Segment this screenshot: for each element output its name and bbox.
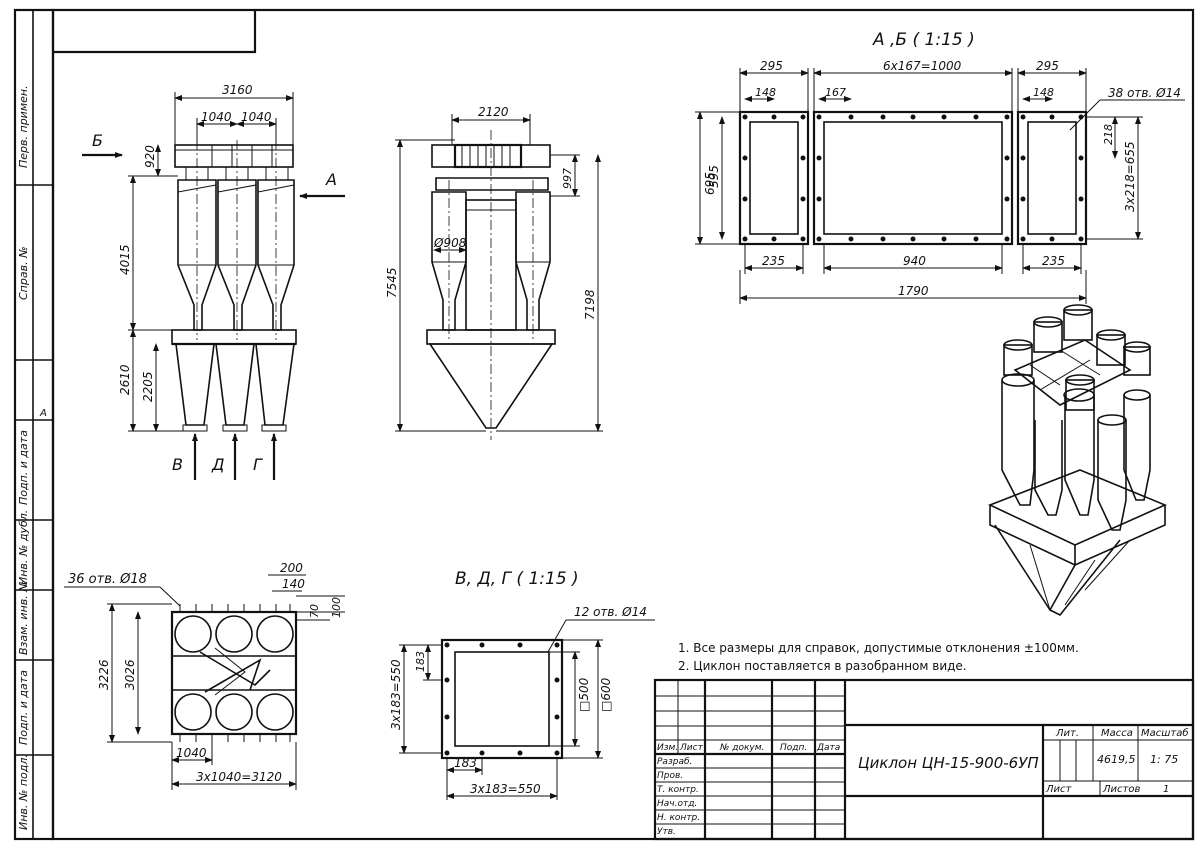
tb-role-t-kontr: Т. контр.	[657, 785, 699, 795]
sidebar-labels: Перв. примен. Справ. № A Подп. и дата Ин…	[17, 85, 47, 830]
dim-148-right: 148	[1033, 86, 1054, 99]
dim-1040-a: 1040	[201, 110, 232, 124]
dim-183-horizontal: 183	[454, 756, 477, 770]
tb-doc: № докум.	[719, 743, 764, 753]
tb-role-razrab: Разраб.	[657, 757, 692, 767]
flange-ab-title: А ,Б ( 1:15 )	[872, 30, 975, 50]
tb-sheets-value: 1	[1163, 784, 1169, 795]
tb-role-prov: Пров.	[657, 771, 683, 781]
dim-940: 940	[903, 254, 926, 268]
note-1: 1. Все размеры для справок, допустимые о…	[678, 641, 1079, 655]
dim-2610: 2610	[118, 364, 132, 395]
sidebar-inv-dubl: Инв. № дубл.	[17, 510, 30, 585]
sidebar-podp-data-2: Подп. и дата	[17, 670, 30, 745]
isometric-view	[987, 304, 1168, 617]
tb-list: Лист	[679, 743, 704, 753]
label-a: A	[325, 170, 337, 189]
tb-scale-value: 1: 75	[1150, 753, 1178, 766]
dim-4015: 4015	[118, 244, 132, 275]
frame	[13, 8, 1195, 841]
dim-70: 70	[308, 604, 321, 618]
tb-role-utv: Утв.	[657, 827, 676, 837]
dim-235-left: 235	[762, 254, 785, 268]
tb-role-n-kontr: Н. контр.	[657, 813, 700, 823]
dim-183-vertical: 183	[414, 651, 427, 672]
dim-920: 920	[143, 145, 157, 168]
tb-designation: Циклон ЦН-15-900-6УП	[858, 754, 1039, 772]
dim-3x183-horizontal: 3x183=550	[470, 782, 541, 796]
dim-595: 595	[707, 165, 721, 188]
dim-38-holes: 38 отв. Ø14	[1108, 86, 1181, 100]
flange-ab-view: А ,Б ( 1:15 ) 295	[695, 30, 1185, 304]
dim-100: 100	[330, 597, 343, 618]
dim-2205: 2205	[141, 371, 155, 402]
dim-695: 695	[703, 172, 717, 195]
sidebar-podp-data-1: Подп. и дата	[17, 430, 30, 505]
dim-295-right: 295	[1036, 59, 1059, 73]
dim-200: 200	[280, 561, 303, 575]
dim-2120: 2120	[478, 105, 509, 119]
dim-997: 997	[561, 168, 574, 189]
tb-lit-label: Лит.	[1055, 728, 1079, 739]
tb-sheets-label: Листов	[1102, 784, 1140, 795]
dim-7545: 7545	[385, 267, 399, 298]
tb-role-nach-otd: Нач.отд.	[657, 799, 697, 809]
dim-1790: 1790	[898, 284, 929, 298]
dim-d908: Ø908	[433, 236, 467, 250]
dim-3x183-vertical: 3x183=550	[389, 659, 403, 730]
title-block: Изм. Лист № докум. Подп. Дата Разраб. Пр…	[653, 678, 1195, 841]
dim-1040-b: 1040	[241, 110, 272, 124]
dim-167: 167	[825, 86, 846, 99]
sidebar-vzam-inv: Взам. инв. №	[17, 580, 30, 655]
flange-vdg-title: В, Д, Г ( 1:15 )	[455, 569, 579, 589]
dim-218: 218	[1102, 124, 1115, 145]
flange-vdg-holes	[444, 642, 560, 756]
tb-izm: Изм.	[657, 743, 678, 753]
dim-sq600: □600	[599, 677, 613, 712]
side-view: 2120 997 Ø908 7545 7198	[385, 105, 603, 440]
dim-7198: 7198	[583, 289, 597, 320]
dim-3160: 3160	[222, 83, 253, 97]
dim-3x1040: 3x1040=3120	[196, 770, 282, 784]
plan-holes	[179, 604, 291, 742]
sidebar-sprav-no: Справ. №	[17, 246, 30, 300]
dim-295-left: 295	[760, 59, 783, 73]
label-b: Б	[92, 131, 103, 150]
tb-mass-value: 4619,5	[1097, 753, 1136, 766]
note-2: 2. Циклон поставляется в разобранном вид…	[678, 659, 967, 673]
dim-3226: 3226	[97, 659, 111, 690]
tb-podp: Подп.	[780, 743, 807, 753]
sidebar-marker-a: A	[39, 408, 47, 419]
dim-sq500: □500	[577, 677, 591, 712]
dim-36-holes: 36 отв. Ø18	[68, 572, 147, 587]
tb-scale-label: Масштаб	[1141, 727, 1189, 739]
dim-3026: 3026	[123, 659, 137, 690]
label-v: B	[172, 455, 183, 474]
tb-data: Дата	[816, 743, 840, 753]
sidebar-perv-primen: Перв. примен.	[17, 85, 30, 168]
flange-ab-holes	[742, 114, 1084, 242]
flange-vdg-view: В, Д, Г ( 1:15 ) 12 отв. Ø14 183 3x183=5…	[389, 569, 655, 800]
dim-235-right: 235	[1042, 254, 1065, 268]
dim-1040-plan: 1040	[176, 746, 207, 760]
front-view: 3160 1040 1040 920 4015 2610 2205 Б A B …	[82, 83, 345, 480]
dim-148-left: 148	[755, 86, 776, 99]
dim-6x167: 6x167=1000	[883, 59, 962, 73]
notes: 1. Все размеры для справок, допустимые о…	[678, 641, 1079, 673]
dim-3x218: 3x218=655	[1123, 141, 1137, 212]
label-g: Г	[253, 455, 263, 474]
dim-140: 140	[282, 577, 305, 591]
cyclone-bodies	[177, 140, 295, 340]
plan-view: 36 отв. Ø18 200 140 70 100 3226 3026 104…	[64, 561, 345, 790]
tb-mass-label: Масса	[1101, 728, 1133, 739]
dim-12-holes: 12 отв. Ø14	[574, 605, 647, 619]
sidebar-inv-podl: Инв. № подл.	[17, 754, 30, 830]
label-d: Д	[211, 455, 225, 474]
tb-sheet-label: Лист	[1045, 784, 1073, 795]
